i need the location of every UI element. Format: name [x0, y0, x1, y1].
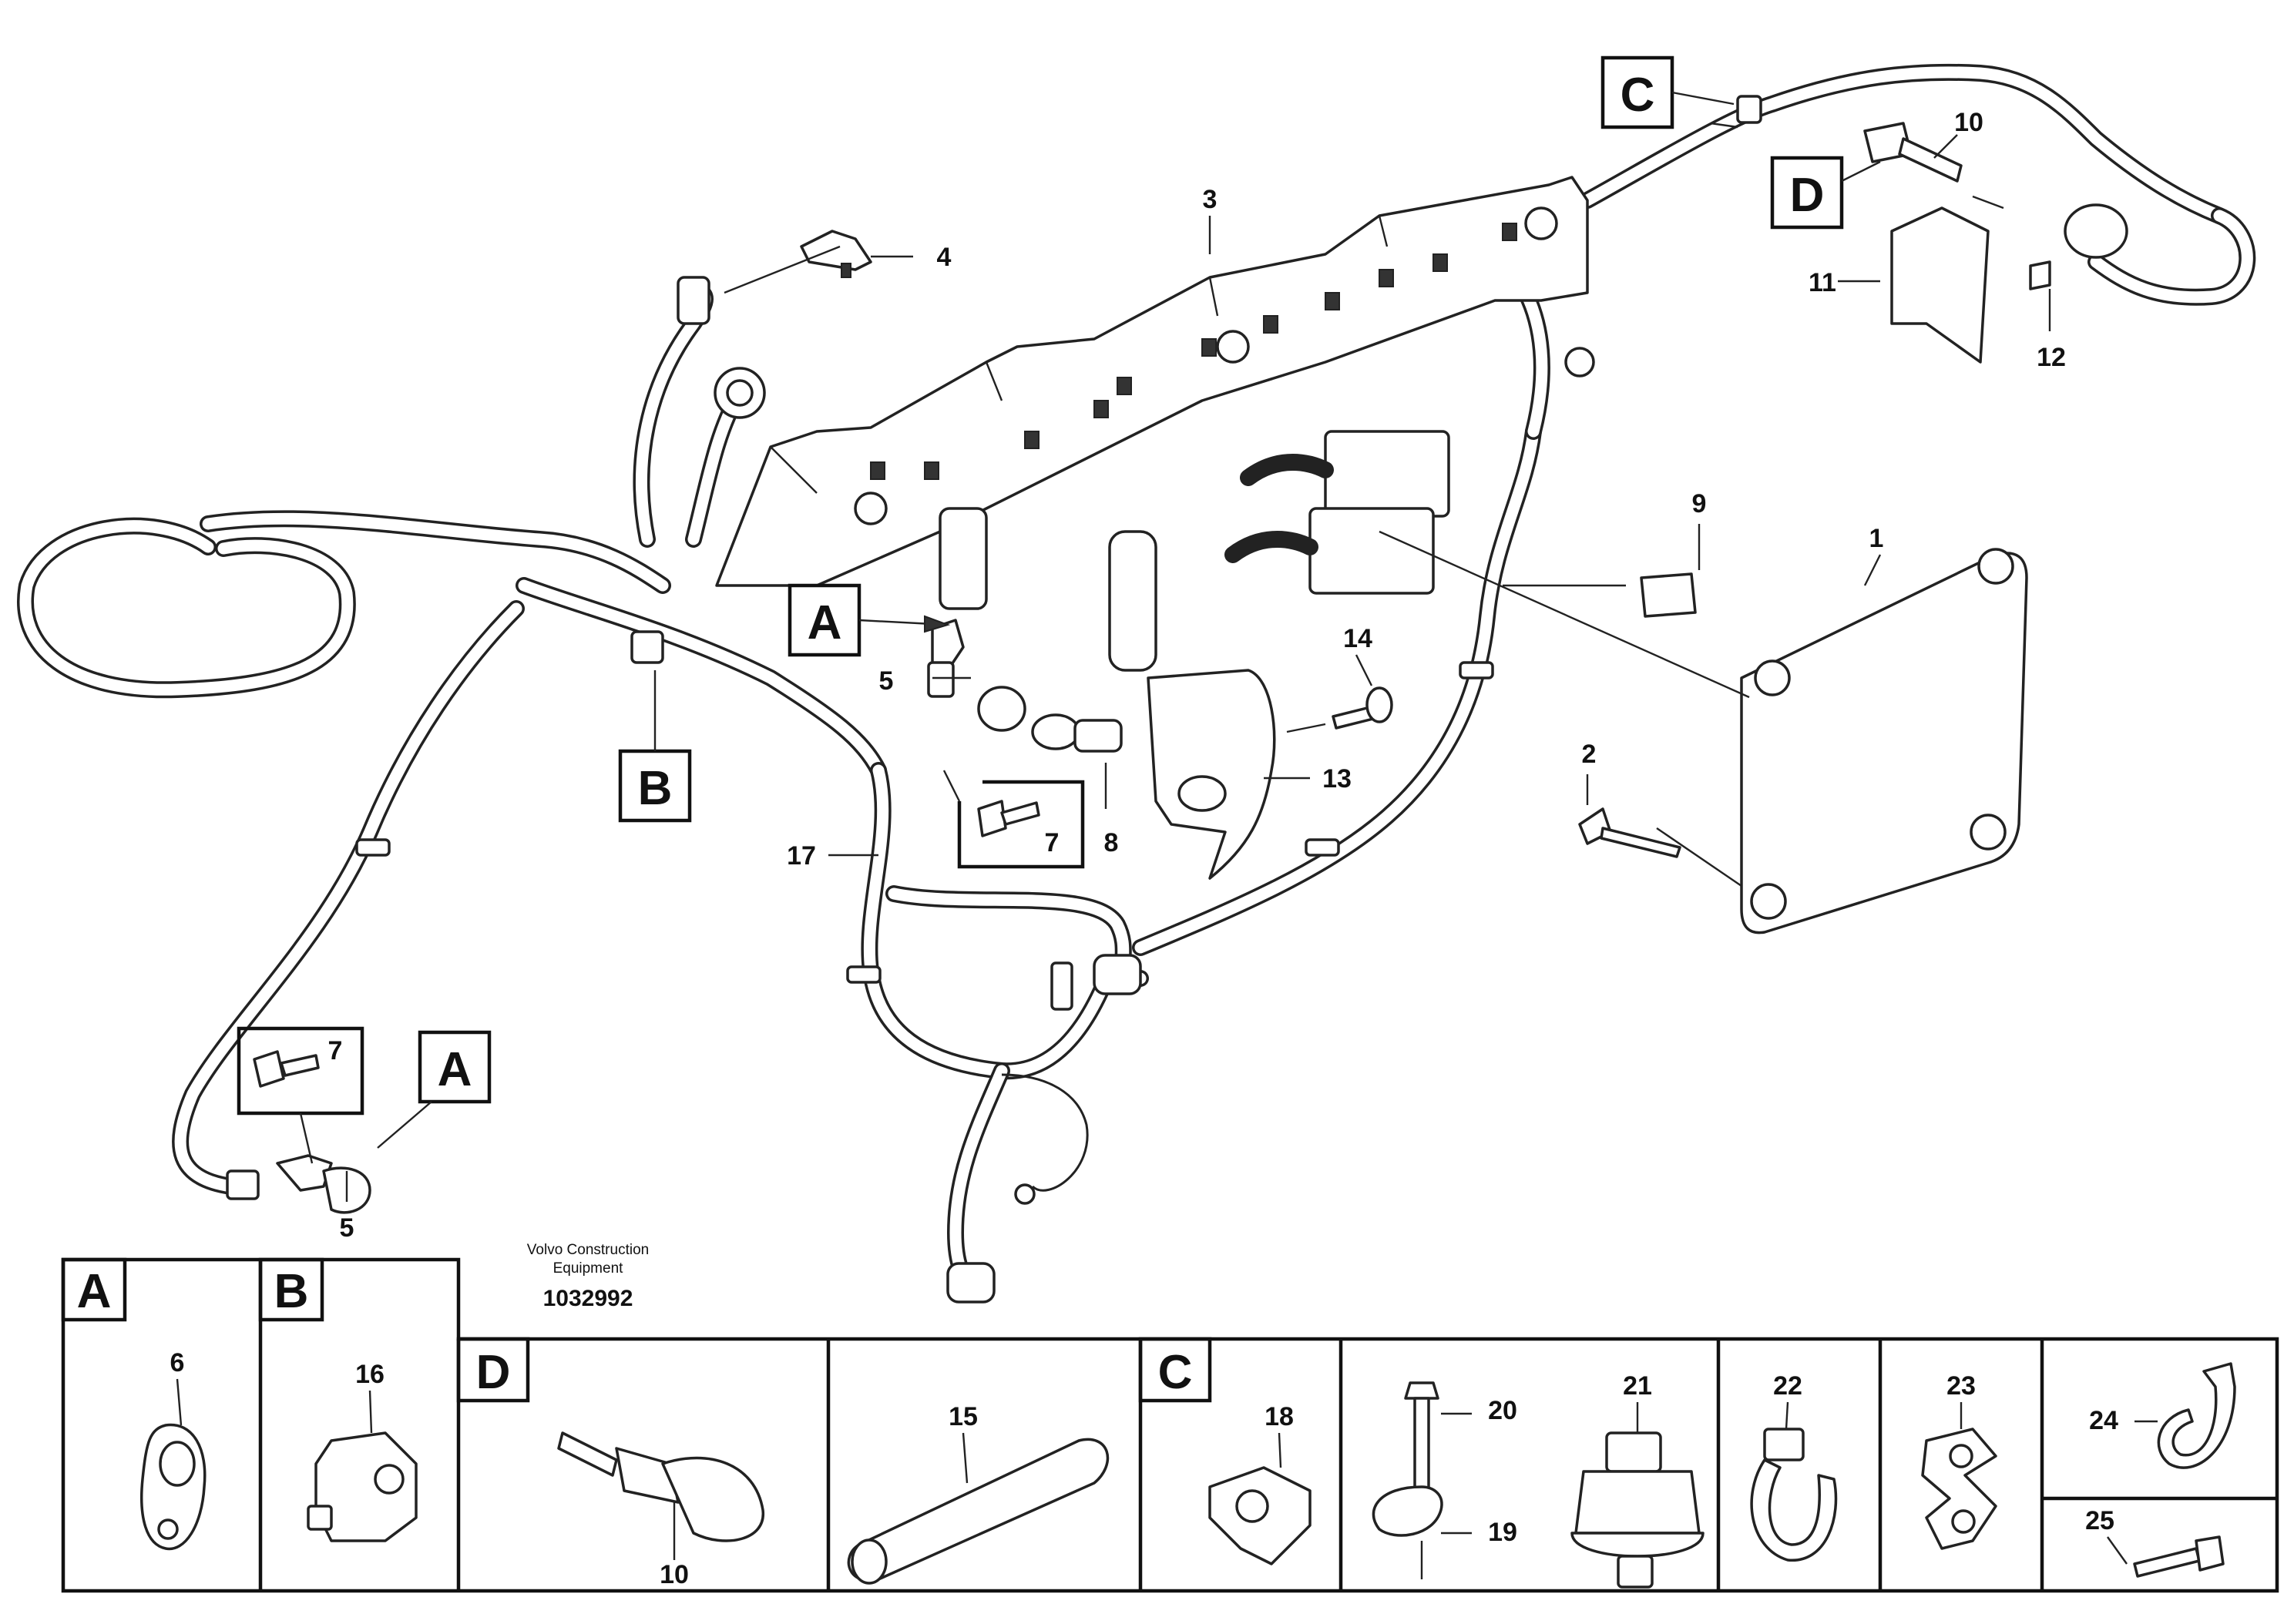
- section-box-d: D: [1770, 156, 1881, 230]
- part-11-bracket: [1890, 206, 1990, 364]
- part-15-hose: [847, 1438, 1110, 1582]
- part-13-bracket: [1147, 669, 1276, 880]
- callout-6: 6: [170, 1348, 185, 1377]
- callout-7-left: 7: [328, 1036, 343, 1065]
- callout-22: 22: [1773, 1371, 1802, 1401]
- svg-text:C: C: [1621, 69, 1655, 122]
- callout-2: 2: [1582, 740, 1597, 769]
- part-4-sensor: [800, 230, 872, 278]
- part-12-screw: [2029, 260, 2051, 290]
- leader-lines: [345, 122, 2051, 1202]
- svg-text:C: C: [1158, 1346, 1193, 1399]
- part-10-sensor: [1863, 122, 1963, 183]
- detail-panel-c: C 18: [1138, 1337, 1312, 1565]
- part-23-double-clip: [1921, 1428, 1997, 1550]
- callout-16: 16: [355, 1360, 385, 1389]
- part-16-clip: [314, 1431, 418, 1542]
- callout-7-right: 7: [1045, 828, 1060, 857]
- detail-panel-23: 23: [1921, 1371, 1997, 1550]
- callout-18: 18: [1265, 1402, 1294, 1431]
- detail-panel-grid: [61, 1257, 2279, 1593]
- callout-19: 19: [1488, 1518, 1517, 1547]
- detail-panel-21: 21: [1570, 1371, 1705, 1589]
- svg-text:D: D: [476, 1346, 511, 1399]
- part-2-screw: [1578, 807, 1681, 858]
- inset-box-7-left: [237, 1026, 364, 1164]
- detail-panel-22: 22: [1750, 1371, 1838, 1562]
- control-unit: [677, 176, 1595, 672]
- detail-panel-20-19: 20 19: [1372, 1381, 1517, 1579]
- part-8: [977, 686, 1123, 753]
- section-box-c: C: [1600, 55, 1735, 129]
- inset-box-7-right: [942, 770, 1085, 869]
- harness-clips: [355, 95, 1762, 1011]
- svg-text:B: B: [638, 762, 673, 815]
- part-5-sensor-lower: [226, 1154, 371, 1214]
- svg-text:D: D: [1790, 169, 1825, 222]
- callout-12: 12: [2037, 343, 2066, 372]
- callout-23: 23: [1946, 1371, 1976, 1401]
- callout-10: 10: [1954, 108, 1983, 137]
- part-1-ecu: [1740, 548, 2028, 934]
- svg-text:A: A: [77, 1265, 112, 1318]
- part-5-sensor-upper: [927, 619, 965, 698]
- callout-10-detail: 10: [660, 1560, 689, 1589]
- detail-panel-b: B 16: [258, 1257, 418, 1542]
- callout-4: 4: [937, 243, 952, 272]
- part-9: [1640, 572, 1697, 618]
- part-25-screw: [2133, 1547, 2201, 1578]
- callout-3: 3: [1203, 185, 1218, 214]
- callout-15: 15: [949, 1402, 978, 1431]
- part-10-sensor-detail: [661, 1456, 764, 1542]
- svg-text:A: A: [438, 1043, 472, 1096]
- callout-1: 1: [1869, 524, 1884, 553]
- callout-25: 25: [2085, 1506, 2114, 1535]
- callout-numbers: 1 2 3 4 5 5 7 7 8 9 10 11 12 13 14 17: [328, 108, 2066, 1243]
- detail-panel-a: A 6: [61, 1257, 207, 1551]
- part-20-bolt: [1404, 1381, 1439, 1400]
- callout-24: 24: [2089, 1406, 2118, 1435]
- callout-21: 21: [1623, 1371, 1652, 1401]
- detail-panel-25: 25: [2085, 1506, 2225, 1578]
- part-22-strap: [1763, 1428, 1805, 1461]
- detail-panel-15: 15: [847, 1402, 1110, 1585]
- credit-company: Volvo Construction: [527, 1242, 649, 1258]
- credit-subline: Equipment: [553, 1260, 624, 1277]
- callout-5-lower: 5: [340, 1213, 354, 1243]
- part-19-p-clamp: [1372, 1485, 1443, 1537]
- section-box-a-lower: A: [377, 1030, 492, 1149]
- callout-11: 11: [1809, 268, 1836, 297]
- wire-harness: [17, 63, 2256, 1295]
- section-box-b: B: [618, 670, 692, 823]
- svg-text:B: B: [274, 1265, 309, 1318]
- svg-text:A: A: [808, 596, 842, 649]
- harness-connector-right: [2064, 203, 2128, 259]
- callout-13: 13: [1322, 764, 1352, 794]
- credit-drawing-id: 1032992: [543, 1286, 633, 1311]
- drawing-credit: Volvo Construction Equipment 1032992: [527, 1242, 649, 1311]
- callout-5-upper: 5: [879, 666, 894, 696]
- harness-elbow-connector: [946, 954, 1142, 1304]
- detail-panel-24: 24: [2089, 1362, 2236, 1469]
- callout-14: 14: [1343, 624, 1372, 653]
- part-24-cable-tie: [2157, 1362, 2236, 1469]
- part-21-switch: [1605, 1431, 1662, 1473]
- detail-panel-d: D 10: [456, 1337, 764, 1589]
- section-box-a-upper: A: [788, 583, 951, 657]
- part-14-screw: [1332, 686, 1393, 730]
- callout-17: 17: [787, 841, 816, 871]
- callout-20: 20: [1488, 1396, 1517, 1425]
- callout-8: 8: [1104, 828, 1119, 857]
- callout-9: 9: [1692, 489, 1707, 518]
